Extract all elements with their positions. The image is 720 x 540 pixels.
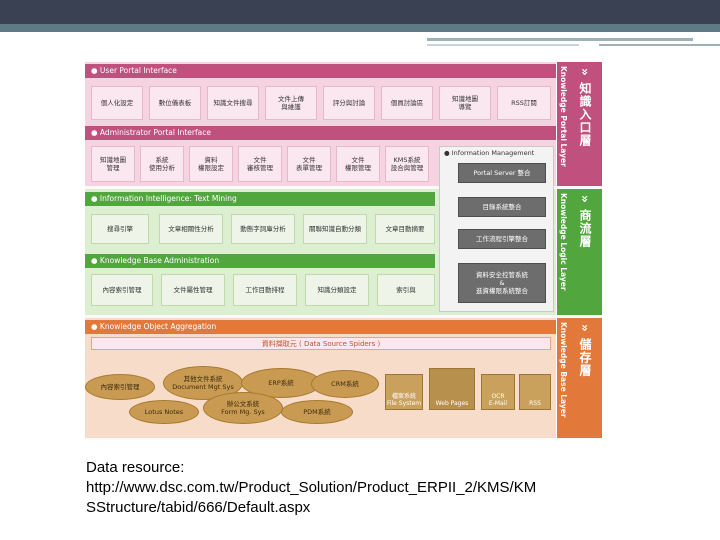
- kms-architecture-diagram: ● User Portal Interface 個人化設定 數位儀表板 知識文件…: [85, 62, 602, 439]
- portal-layer-label: Knowledge Portal Layer » 知識入口層: [557, 62, 602, 186]
- portal-box: 知識地圖 導覽: [439, 86, 491, 120]
- im-box: 目錄系統整合: [458, 197, 546, 217]
- logic-box: 關聯知識自動分類: [303, 214, 367, 244]
- store-box: 檔案系統 File System: [385, 374, 423, 410]
- decor-line: [427, 38, 693, 41]
- admin-box: KMS系統 設合與管理: [385, 146, 429, 182]
- portal-box: 個人化設定: [91, 86, 143, 120]
- portal-box: RSS訂閱: [497, 86, 551, 120]
- im-box: 工作流程引擎整合: [458, 229, 546, 249]
- caption-line: Data resource:: [86, 459, 185, 476]
- layer-zh-label: » 知識入口層: [578, 68, 592, 147]
- layer-zh-label: » 儲存層: [578, 324, 592, 377]
- im-box: 資料安全控管系統 & 進資權限系統整合: [458, 263, 546, 303]
- portal-box: 評分與討論: [323, 86, 375, 120]
- logic-box: 搜尋引擎: [91, 214, 149, 244]
- portal-box: 文件上傳 與維護: [265, 86, 317, 120]
- admin-box: 系統 使用分析: [140, 146, 184, 182]
- store-box: Web Pages: [429, 368, 475, 410]
- decor-line: [599, 44, 720, 46]
- kb-admin-header: ● Knowledge Base Administration: [85, 254, 435, 268]
- admin-box: 文件 審核管理: [238, 146, 282, 182]
- layer-en-label: Knowledge Portal Layer: [559, 66, 568, 167]
- data-source-disk: Lotus Notes: [129, 400, 199, 424]
- portal-box: 數位儀表板: [149, 86, 201, 120]
- portal-box: 個員討論區: [381, 86, 433, 120]
- logic-box: 文章相關性分析: [159, 214, 223, 244]
- logic-layer-label: Knowledge Logic Layer » 商流層: [557, 189, 602, 315]
- decor-line: [427, 44, 579, 46]
- layer-zh-label: » 商流層: [578, 195, 592, 248]
- layer-en-label: Knowledge Base Layer: [559, 322, 568, 418]
- logic-box: 文章目動摘要: [375, 214, 435, 244]
- data-source-disk: CRM系統: [311, 370, 379, 398]
- kb-box: 內容索引管理: [91, 274, 153, 306]
- object-aggregation-header: ● Knowledge Object Aggregation: [85, 320, 556, 334]
- im-box: Portal Server 整合: [458, 163, 546, 183]
- text-mining-header: ● Information Intelligence: Text Mining: [85, 192, 435, 206]
- data-source-disk: 內容索引管理: [85, 374, 155, 400]
- admin-box: 資料 權限設定: [189, 146, 233, 182]
- portal-box: 知識文件搜尋: [207, 86, 259, 120]
- data-source-spiders-bar: 資料擷取元 ( Data Source Spiders ): [91, 337, 551, 350]
- logic-box: 動態字詞庫分析: [231, 214, 295, 244]
- title-bar: [0, 0, 720, 24]
- base-layer-label: Knowledge Base Layer » 儲存層: [557, 318, 602, 438]
- data-source-disk: 辦公文系統 Form Mg. Sys: [203, 392, 283, 424]
- data-resource-caption: Data resource: http://www.dsc.com.tw/Pro…: [86, 458, 696, 518]
- information-management-panel: ● Information Management Portal Server 整…: [439, 146, 554, 312]
- data-source-disk: PDM系統: [281, 400, 353, 424]
- layer-en-label: Knowledge Logic Layer: [559, 193, 568, 291]
- kb-box: 工作目動排程: [233, 274, 297, 306]
- caption-url: SStructure/tabid/666/Default.aspx: [86, 499, 311, 516]
- im-title: ● Information Management: [444, 149, 535, 157]
- store-box: OCR E-Mail: [481, 374, 515, 410]
- admin-box: 知識地圖 管理: [91, 146, 135, 182]
- kb-box: 文件屬性管理: [161, 274, 225, 306]
- kb-box: 知識分類設定: [305, 274, 369, 306]
- admin-box: 文件 權限管理: [336, 146, 380, 182]
- user-portal-header: ● User Portal Interface: [85, 64, 556, 78]
- title-stripe: [0, 24, 720, 32]
- store-box: RSS: [519, 374, 551, 410]
- admin-portal-header: ● Administrator Portal Interface: [85, 126, 556, 140]
- caption-url: http://www.dsc.com.tw/Product_Solution/P…: [86, 479, 537, 496]
- kb-box: 索引與: [377, 274, 435, 306]
- admin-box: 文件 表單管理: [287, 146, 331, 182]
